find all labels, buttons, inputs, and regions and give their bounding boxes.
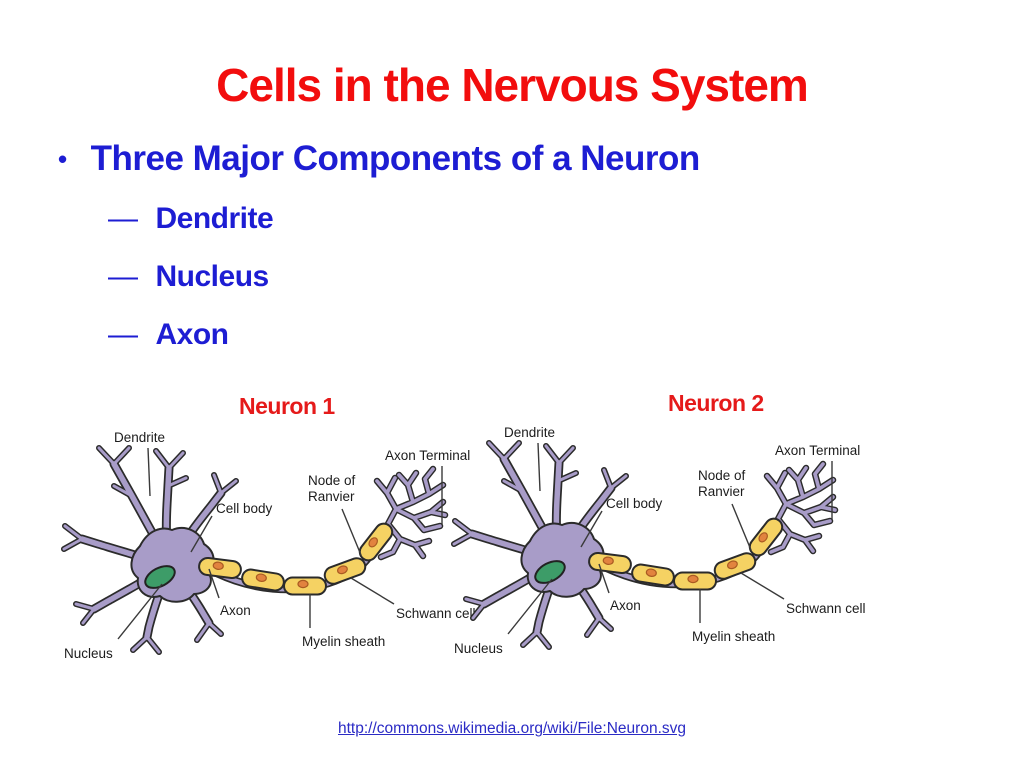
leader-dendrite — [537, 442, 541, 492]
dendrites — [451, 440, 629, 650]
label-node-of-ranvier-line1: Node of — [308, 473, 356, 488]
dash-marker: — — [108, 202, 138, 235]
label-axon-terminal: Axon Terminal — [385, 448, 470, 463]
leader-axon — [208, 568, 220, 599]
label-schwann-cell: Schwann cell — [396, 606, 476, 621]
myelin-segment — [673, 571, 717, 591]
sub-bullet-label: Nucleus — [155, 260, 270, 293]
bullet-item-main: • Three Major Components of a Neuron — [58, 139, 700, 179]
diagram-labels: Dendrite Cell body Axon Nucleus Node of … — [454, 425, 866, 656]
leader-cell-body — [190, 515, 213, 553]
neuron-1-heading: Neuron 1 — [239, 393, 335, 419]
myelin-segment — [748, 517, 784, 557]
label-nucleus: Nucleus — [454, 641, 503, 656]
leader-lines — [117, 447, 443, 640]
sub-bullet-label: Axon — [155, 318, 230, 351]
source-link[interactable]: http://commons.wikimedia.org/wiki/File:N… — [337, 720, 686, 737]
neuron-diagram-svg: Dendrite Cell body Axon Nucleus Node of … — [451, 425, 866, 656]
diagram-labels: Dendrite Cell body Axon Nucleus Node of … — [64, 430, 476, 661]
leader-dendrite — [147, 447, 151, 497]
bullet-main-label: Three Major Components of a Neuron — [90, 139, 701, 178]
myelin-segment — [323, 557, 367, 585]
myelin-segment — [358, 522, 394, 562]
leader-lines — [507, 442, 833, 635]
sub-bullet-nucleus: — Nucleus — [108, 260, 269, 294]
sub-bullet-axon: — Axon — [108, 318, 229, 352]
leader-nucleus — [117, 583, 163, 640]
neuron-2-heading: Neuron 2 — [668, 390, 764, 416]
axon-terminal-branches — [373, 465, 449, 561]
label-axon: Axon — [220, 603, 251, 618]
nucleus-shape — [144, 565, 176, 589]
label-cell-body: Cell body — [606, 496, 663, 511]
leader-cell-body — [580, 510, 603, 548]
label-axon-terminal: Axon Terminal — [775, 443, 860, 458]
label-schwann-cell: Schwann cell — [786, 601, 866, 616]
dash-marker: — — [108, 260, 138, 293]
label-node-of-ranvier-line2: Ranvier — [308, 489, 355, 504]
leader-node-of-ranvier — [341, 508, 362, 556]
neuron-1-diagram: Dendrite Cell body Axon Nucleus Node of … — [52, 422, 502, 672]
dendrites — [61, 445, 239, 655]
axon-terminal-branches — [763, 460, 839, 556]
label-node-of-ranvier-line2: Ranvier — [698, 484, 745, 499]
label-myelin-sheath: Myelin sheath — [692, 629, 775, 644]
neuron-diagram-svg: Dendrite Cell body Axon Nucleus Node of … — [61, 430, 476, 661]
leader-schwann-cell — [740, 572, 785, 600]
leader-node-of-ranvier — [731, 503, 752, 551]
myelin-segment — [713, 552, 757, 580]
dash-marker: — — [108, 318, 138, 351]
neuron-2-diagram: Dendrite Cell body Axon Nucleus Node of … — [442, 417, 892, 667]
myelin-segment — [283, 576, 327, 596]
label-dendrite: Dendrite — [504, 425, 555, 440]
label-axon: Axon — [610, 598, 641, 613]
leader-axon — [598, 563, 610, 594]
myelin-segment — [588, 551, 632, 575]
slide-title: Cells in the Nervous System — [216, 59, 809, 111]
sub-bullet-label: Dendrite — [155, 202, 274, 235]
bullet-dot-marker: • — [58, 144, 67, 174]
leader-nucleus — [507, 578, 553, 635]
label-dendrite: Dendrite — [114, 430, 165, 445]
nucleus-shape — [534, 560, 566, 584]
label-myelin-sheath: Myelin sheath — [302, 634, 385, 649]
label-cell-body: Cell body — [216, 501, 273, 516]
label-nucleus: Nucleus — [64, 646, 113, 661]
sub-bullet-dendrite: — Dendrite — [108, 202, 274, 236]
leader-schwann-cell — [350, 577, 395, 605]
label-node-of-ranvier-line1: Node of — [698, 468, 746, 483]
myelin-segment — [198, 556, 242, 580]
footer: http://commons.wikimedia.org/wiki/File:N… — [0, 720, 1024, 738]
